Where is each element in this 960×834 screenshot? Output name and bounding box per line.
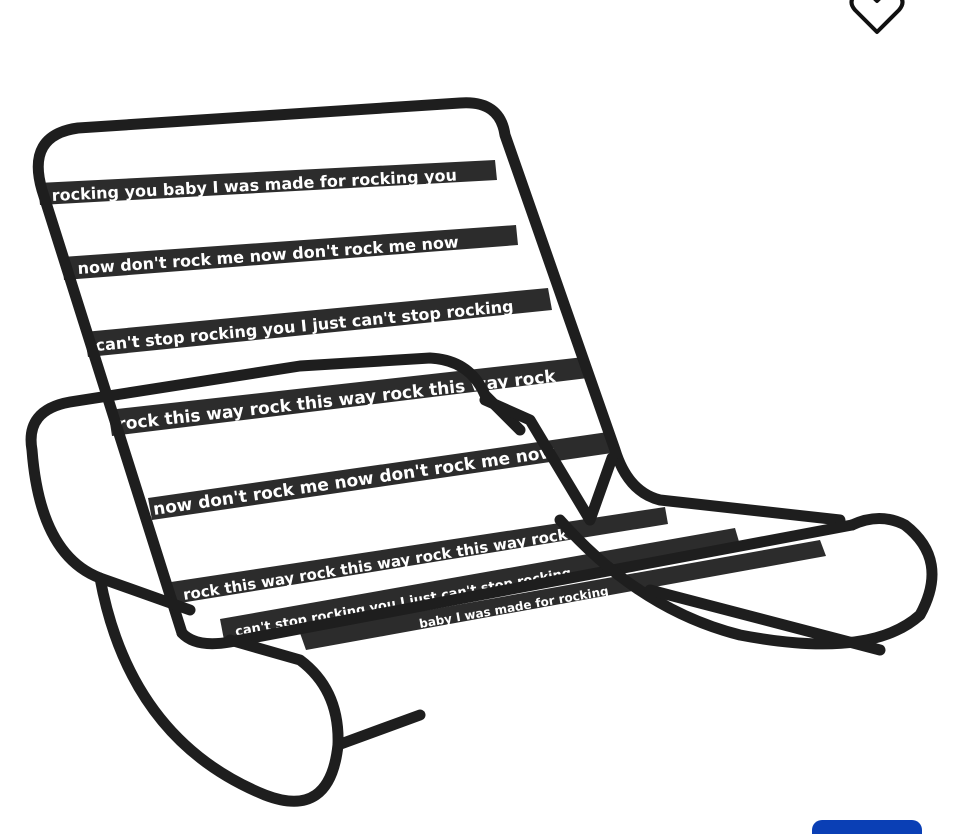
left-rocker-tube (94, 572, 344, 807)
bottom-action-button[interactable] (812, 820, 922, 834)
strap-8 (300, 540, 826, 650)
favorite-button[interactable] (846, 0, 908, 36)
inner-brace-tube (479, 394, 618, 526)
strap-2 (62, 225, 518, 280)
strap-text-2: now don't rock me now don't rock me now (77, 232, 459, 278)
right-rocker-tube (554, 513, 938, 650)
heart-outline-icon (849, 0, 905, 34)
backrest-frame-tube (32, 97, 846, 639)
strap-text-1: rocking you baby I was made for rocking … (51, 165, 457, 204)
rocker-base-tube (332, 584, 886, 751)
strap-7 (220, 528, 740, 640)
left-arm-tube (25, 352, 526, 616)
strap-5 (148, 432, 612, 520)
strap-6 (171, 507, 668, 604)
strap-1 (38, 160, 497, 205)
chair-frame (25, 97, 938, 807)
strap-text-5: now don't rock me now don't rock me now (152, 442, 557, 520)
strap-3 (84, 288, 552, 357)
